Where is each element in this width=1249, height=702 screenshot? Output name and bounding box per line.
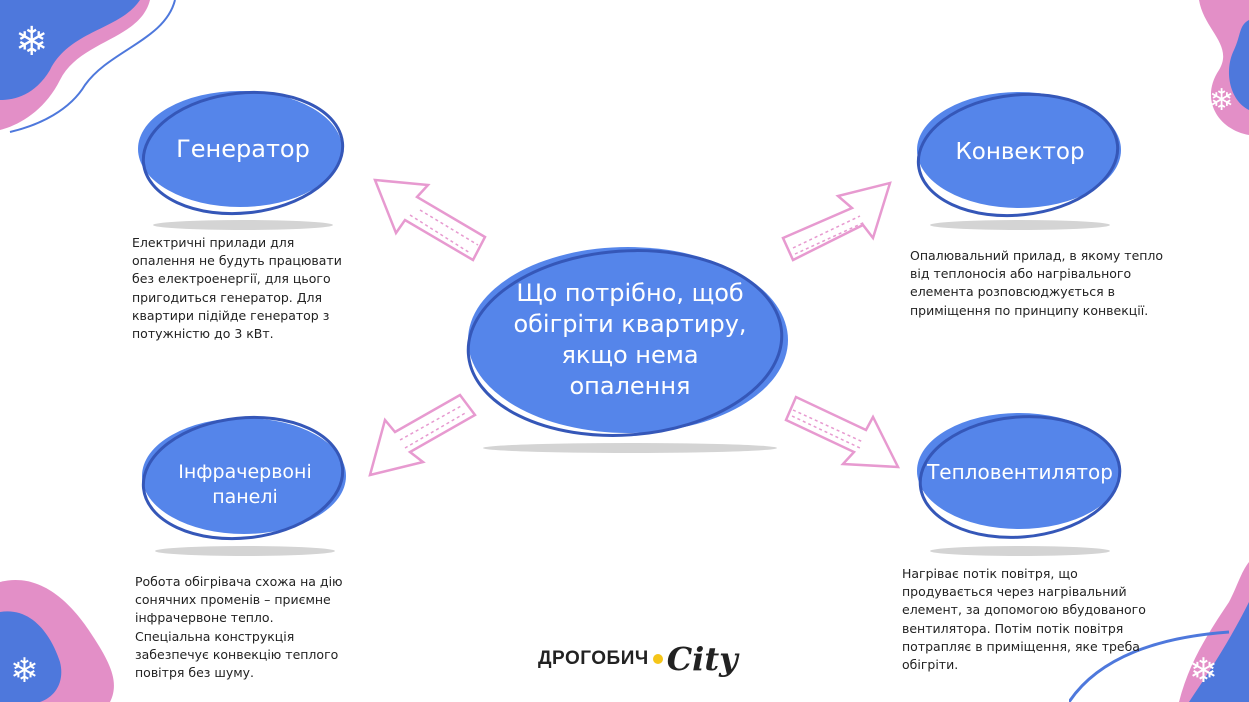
- arrow-to-generator: [373, 178, 487, 262]
- logo-dot: [652, 654, 663, 664]
- node-title: Тепловентилятор: [927, 460, 1113, 484]
- node-heater-fan: Тепловентилятор: [915, 405, 1125, 556]
- node-description: Робота обігрівача схожа на дію сонячних …: [135, 574, 343, 681]
- corner-decoration-top-right: ❄: [1199, 0, 1249, 135]
- node-generator: Генератор: [138, 85, 348, 230]
- corner-decoration-top-left: ❄: [0, 0, 176, 133]
- node-title: Інфрачервоні панелі: [178, 461, 312, 508]
- arrow-to-infrared: [368, 393, 477, 477]
- corner-decoration-bottom-right: ❄: [1069, 562, 1249, 702]
- node-description: Електричні прилади для опалення не будут…: [132, 235, 342, 342]
- logo-suffix: City: [666, 640, 738, 678]
- node-infrared-panels: Інфрачервоні панелі: [140, 408, 350, 558]
- svg-text:❄: ❄: [1189, 651, 1218, 691]
- arrow-to-convector: [781, 181, 892, 262]
- node-convector: Конвектор: [915, 85, 1125, 233]
- center-topic: Що потрібно, щоб обігріти квартиру, якщо…: [465, 245, 795, 460]
- node-description: Опалювальний прилад, в якому тепло від т…: [910, 248, 1164, 318]
- logo-brand: ДРОГОБИЧ: [538, 648, 649, 669]
- node-title: Генератор: [176, 135, 310, 164]
- node-title: Конвектор: [955, 139, 1085, 166]
- drohobych-city-logo: ДРОГОБИЧ City: [538, 640, 738, 678]
- center-shadow: [483, 443, 777, 453]
- arrow-to-heater-fan: [784, 395, 901, 469]
- svg-text:❄: ❄: [1209, 83, 1234, 118]
- center-title: Що потрібно, щоб обігріти квартиру, якщо…: [513, 278, 747, 401]
- svg-text:❄: ❄: [15, 19, 49, 65]
- node-description: Нагріває потік повітря, що продувається …: [902, 566, 1146, 673]
- corner-decoration-bottom-left: ❄: [0, 580, 114, 702]
- svg-text:❄: ❄: [10, 651, 39, 691]
